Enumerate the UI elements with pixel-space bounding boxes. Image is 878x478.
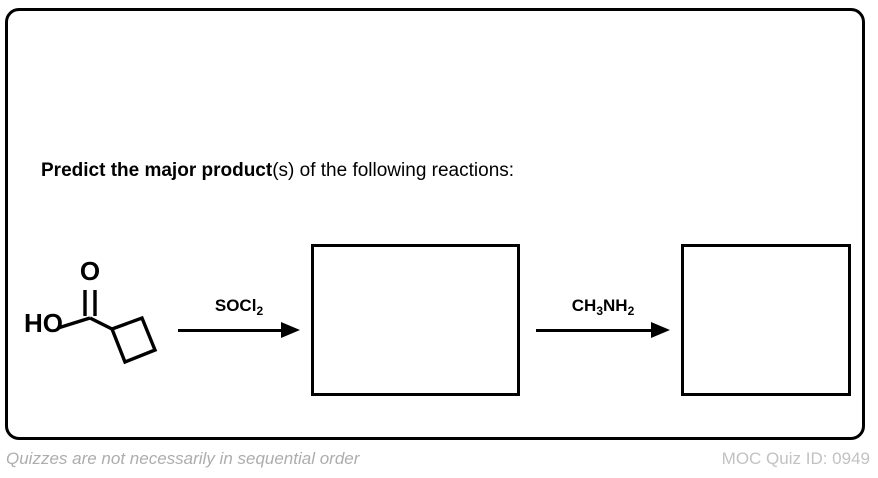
arrow-shaft-2 bbox=[536, 329, 652, 332]
starting-material-structure: O HO bbox=[24, 256, 158, 365]
answer-box-2[interactable] bbox=[681, 244, 851, 396]
reagent-1-text: SOCl bbox=[214, 296, 257, 315]
reagent-2-text-b: NH bbox=[603, 296, 628, 315]
reagent-label-1: SOCl2 bbox=[178, 296, 300, 318]
page-title: Predict the major product(s) of the foll… bbox=[41, 159, 514, 183]
reagent-1-subscript: 2 bbox=[256, 304, 264, 318]
cyclobutane-ring bbox=[109, 315, 158, 365]
prompt-bold-text: Predict the major product bbox=[41, 160, 273, 181]
hydroxyl-label: HO bbox=[24, 308, 63, 338]
reagent-2-subscript-b: 2 bbox=[627, 304, 635, 318]
acyl-ring-bond bbox=[89, 316, 113, 331]
reagent-2-text-a: CH bbox=[571, 296, 597, 315]
arrow-shaft-1 bbox=[178, 329, 282, 332]
reaction-arrow-1: SOCl2 bbox=[178, 296, 300, 338]
footer-note: Quizzes are not necessarily in sequentia… bbox=[6, 449, 360, 468]
quiz-id-label: MOC Quiz ID: 0949 bbox=[721, 449, 870, 468]
answer-box-1[interactable] bbox=[311, 244, 520, 396]
reagent-2-subscript-a: 3 bbox=[596, 304, 603, 318]
reagent-label-2: CH3NH2 bbox=[536, 296, 670, 318]
arrow-head-1 bbox=[281, 322, 300, 338]
carbonyl-oxygen-label: O bbox=[80, 256, 100, 286]
arrow-head-2 bbox=[651, 322, 670, 338]
hydroxyl-bond bbox=[57, 316, 91, 330]
reaction-arrow-2: CH3NH2 bbox=[536, 296, 670, 338]
prompt-regular-text: (s) of the following reactions: bbox=[272, 160, 515, 181]
